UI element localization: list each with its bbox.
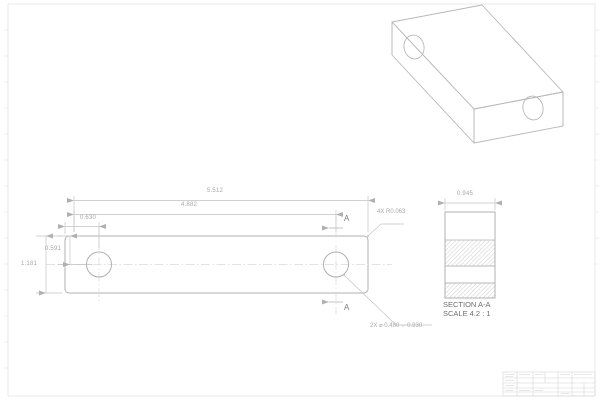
dimension-section-width: [438, 198, 502, 210]
dimension-label-hole-to-hole: 4.882: [181, 202, 198, 208]
section-arrow-letter-top: A: [344, 214, 350, 223]
front-view-centerlines: [46, 214, 392, 315]
dimension-label-edge-to-hole: 0.630: [80, 214, 97, 221]
border-tick-marks: [4, 29, 599, 369]
leader-fillet-note: [367, 223, 404, 237]
section-view-scale: SCALE 4.2 : 1: [443, 309, 491, 318]
section-outline: [444, 211, 496, 299]
dimension-label-overall-height: 1.181: [21, 261, 38, 267]
isometric-hole-right: [522, 95, 544, 121]
sheet-border: [7, 3, 596, 397]
dimension-edge-to-hole: [58, 222, 106, 248]
dimension-overall-height: [36, 233, 62, 296]
dimension-label-overall-length: 5.512: [207, 188, 224, 194]
dimension-hole-to-hole: [67, 210, 343, 232]
front-hole-right: [323, 251, 349, 278]
section-view-geometry: [444, 211, 496, 299]
section-view-title: SECTION A-A: [443, 300, 491, 309]
note-hole-spec: 2X ⌀ 0.480 ⌵ 0.930: [370, 323, 423, 329]
note-fillet-radius: 4X R0.063: [377, 209, 406, 215]
dimension-overall-length: [67, 196, 375, 232]
title-block-filler-text: [505, 374, 592, 394]
isometric-view: [391, 4, 564, 144]
title-block: [502, 371, 596, 397]
section-hatch-upper: [444, 239, 496, 267]
section-hatch-lower: [444, 282, 496, 299]
section-arrow-letter-bottom: A: [344, 303, 350, 312]
isometric-hole-left: [403, 34, 425, 60]
dimension-label-hole-center-height: 0.591: [45, 246, 62, 252]
leader-hole-note: [343, 274, 432, 326]
section-line-a-a: [322, 225, 343, 305]
dimension-label-section-width: 0.945: [457, 191, 474, 197]
